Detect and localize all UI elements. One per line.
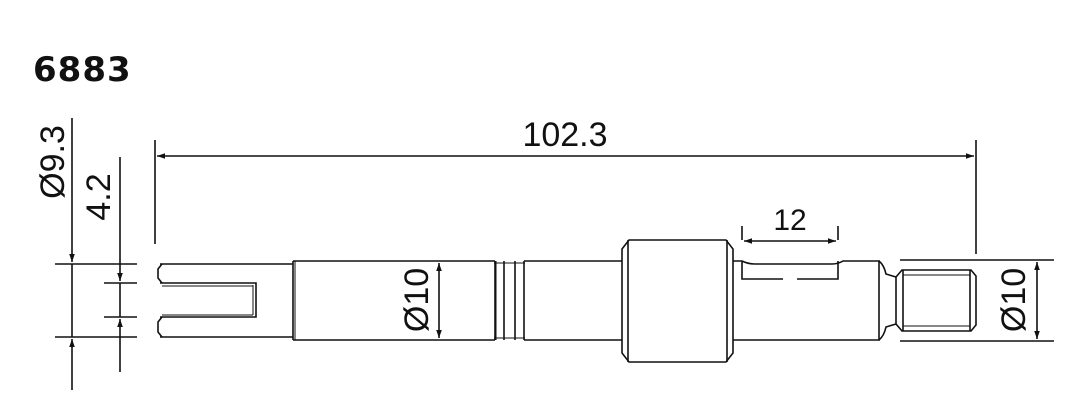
threaded-end — [878, 260, 977, 341]
fork-tip — [157, 263, 293, 338]
part-number-title: 6883 — [33, 50, 132, 90]
fork-slot-width-label: 4.2 — [80, 173, 118, 220]
overall-length-dimension — [154, 140, 977, 254]
flat-section — [733, 260, 880, 341]
shaft-diameter-label: Ø10 — [398, 268, 436, 332]
overall-length-label: 102.3 — [522, 116, 607, 154]
fork-outer-diameter-label: Ø9.3 — [34, 125, 72, 199]
fork-dimensions — [55, 118, 137, 390]
collar — [621, 239, 734, 363]
flat-length-label: 12 — [773, 204, 806, 237]
flat-length-dimension — [741, 226, 839, 244]
thread-diameter-dimension — [900, 259, 1054, 342]
shaft-body — [292, 260, 622, 341]
thread-diameter-label: Ø10 — [995, 268, 1033, 332]
